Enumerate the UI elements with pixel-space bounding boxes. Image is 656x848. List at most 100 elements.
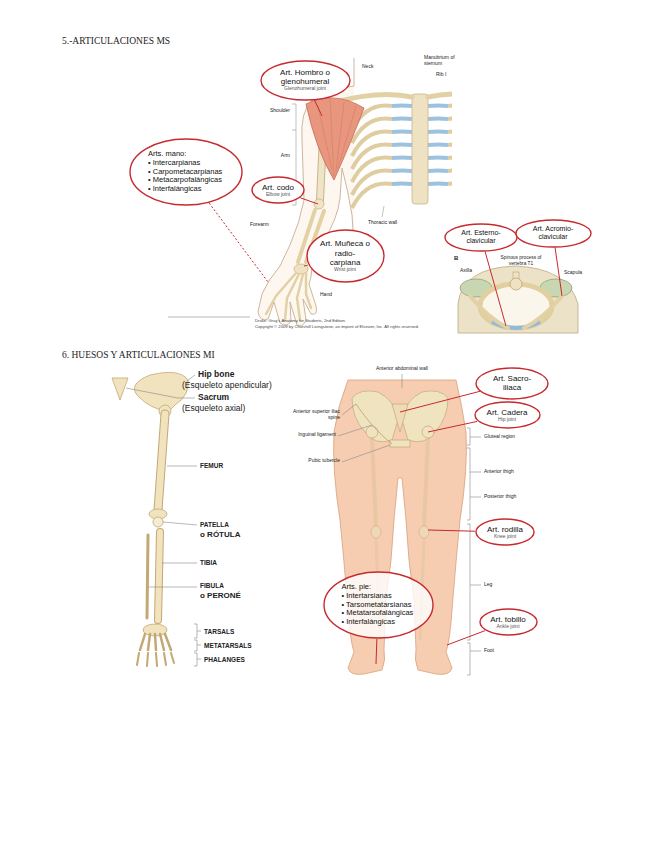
region-bracket bbox=[292, 104, 384, 217]
joint-name: Art. Sacro-iliaca bbox=[489, 374, 535, 392]
lower-body-figure bbox=[366, 426, 378, 438]
lower-limb-skeleton bbox=[153, 517, 163, 527]
bone-note: o PERONÉ bbox=[200, 591, 241, 600]
joint-name: Art. Hombro o glenohumeral bbox=[276, 68, 334, 86]
joint-list-item: • Interfalángicas bbox=[342, 618, 415, 627]
ellipse-outline bbox=[476, 519, 534, 545]
structure-label: Pubic tubercle bbox=[308, 458, 340, 464]
upper-limb-figure bbox=[352, 184, 452, 209]
callout-text: Art. Esterno-clavicular bbox=[458, 229, 504, 245]
callout-text: Art. CaderaHip joint bbox=[486, 408, 528, 423]
joint-list-item: • Intertarsianas bbox=[342, 592, 415, 601]
region-leader bbox=[342, 404, 356, 415]
lower-body-figure bbox=[402, 391, 448, 442]
lower-body-figure bbox=[419, 526, 429, 538]
region-label: Leg bbox=[484, 582, 492, 588]
joint-english-name: Wrist joint bbox=[320, 267, 370, 273]
bone-leader bbox=[194, 640, 201, 651]
callout-leader bbox=[447, 631, 485, 645]
callout-text: Art. Muñeca o radio-carpianaWrist joint bbox=[320, 239, 370, 272]
joint-callout: Art. tobilloAnkle joint bbox=[479, 608, 538, 636]
rule-line bbox=[168, 317, 250, 318]
ellipse-outline bbox=[516, 220, 591, 247]
lower-limb-skeleton bbox=[112, 378, 128, 400]
callout-leader bbox=[400, 391, 480, 412]
joint-name: Art. codo bbox=[261, 183, 295, 192]
bone-leader bbox=[194, 653, 201, 666]
bone-leader bbox=[194, 624, 201, 638]
joint-list-item: • Carpometacarpianas bbox=[148, 168, 224, 177]
lower-body-figure bbox=[372, 436, 428, 528]
callout-leader bbox=[304, 265, 308, 267]
bone-note: (Esqueleto axial) bbox=[182, 404, 245, 414]
callout-text: Art. Acromio-clavicular bbox=[529, 225, 577, 241]
region-label: Posterior thigh bbox=[484, 494, 516, 500]
lower-limb-skeleton bbox=[158, 414, 165, 510]
lower-body-figure bbox=[352, 391, 398, 442]
upper-limb-figure bbox=[258, 58, 354, 326]
region-leader bbox=[467, 643, 481, 675]
bone-leader bbox=[167, 466, 197, 467]
callout-leader bbox=[428, 421, 477, 432]
joint-name: Art. Muñeca o radio-carpiana bbox=[320, 239, 370, 267]
structure-label: Spinous process of vertebra T1 bbox=[499, 255, 543, 266]
lower-limb-skeleton bbox=[140, 634, 171, 650]
callout-text: Art. tobilloAnkle joint bbox=[490, 615, 527, 630]
bone-label: TARSALS bbox=[204, 628, 234, 635]
region-label: Anterior abdominal wall bbox=[376, 366, 428, 372]
ellipse-outline bbox=[480, 609, 537, 635]
ellipse-outline bbox=[261, 61, 350, 100]
structure-label: Inguinal ligament bbox=[298, 432, 336, 438]
region-label: Shoulder bbox=[270, 108, 290, 114]
ellipse-outline bbox=[252, 177, 304, 203]
joint-list-item: • Tarsometatarsianas bbox=[342, 601, 415, 610]
callout-text: Art. rodillaKnee joint bbox=[486, 525, 524, 540]
bone-label: FEMUR bbox=[200, 462, 223, 469]
bone-label: PATELLA bbox=[200, 521, 229, 528]
copyright-note: Drake: Gray's Anatomy for Students, 2nd … bbox=[255, 319, 346, 324]
joint-name: Art. tobillo bbox=[490, 615, 527, 624]
upper-limb-figure bbox=[412, 94, 428, 204]
upper-limb-figure bbox=[318, 100, 356, 176]
upper-limb-figure bbox=[428, 94, 452, 97]
region-label: Gluteal region bbox=[484, 434, 515, 440]
bone-label: FIBULA bbox=[200, 582, 224, 589]
joint-english-name: Elbow joint bbox=[261, 192, 295, 198]
ellipse-outline bbox=[130, 139, 242, 205]
callout-leader bbox=[428, 530, 475, 531]
joint-english-name: Ankle joint bbox=[490, 624, 527, 630]
lower-body-figure bbox=[392, 404, 408, 432]
joint-callout: Art. Muñeca o radio-carpianaWrist joint bbox=[306, 229, 385, 283]
bone-label: PHALANGES bbox=[204, 656, 245, 663]
joint-name: Art. rodilla bbox=[486, 525, 524, 534]
ellipse-outline bbox=[307, 230, 384, 282]
bone-leader bbox=[149, 587, 197, 588]
callout-text: Arts. pie:• Intertarsianas• Tarsometatar… bbox=[342, 583, 415, 626]
thoracic-inlet-figure bbox=[510, 278, 522, 290]
region-leader bbox=[338, 425, 372, 436]
joint-callout: Art. codoElbow joint bbox=[251, 176, 305, 204]
region-leader bbox=[467, 428, 481, 445]
region-leader bbox=[342, 445, 390, 462]
region-label: Forearm bbox=[250, 222, 269, 228]
joint-name: Arts. pie: bbox=[342, 583, 415, 592]
upper-limb-figure bbox=[314, 199, 324, 209]
region-label: Anterior thigh bbox=[484, 469, 514, 475]
bone-leader bbox=[162, 563, 197, 564]
lower-body-figure bbox=[356, 404, 392, 444]
upper-limb-figure bbox=[306, 98, 364, 180]
upper-limb-figure bbox=[266, 273, 311, 320]
callout-leader bbox=[376, 639, 378, 664]
lower-body-figure bbox=[371, 526, 381, 538]
bone-note: (Esqueleto apendicular) bbox=[182, 381, 272, 391]
lower-limb-skeleton bbox=[158, 532, 160, 620]
joint-callout: Art. rodillaKnee joint bbox=[475, 518, 535, 546]
joint-name: Art. Acromio-clavicular bbox=[529, 225, 577, 241]
region-label: Axilla bbox=[460, 268, 472, 274]
callout-leader bbox=[209, 203, 268, 282]
region-label: Arm bbox=[281, 153, 290, 159]
region-label: Hand bbox=[320, 292, 332, 298]
joint-callout: Art. Sacro-iliaca bbox=[475, 367, 549, 400]
joint-callout: Arts. pie:• Intertarsianas• Tarsometatar… bbox=[323, 571, 434, 639]
